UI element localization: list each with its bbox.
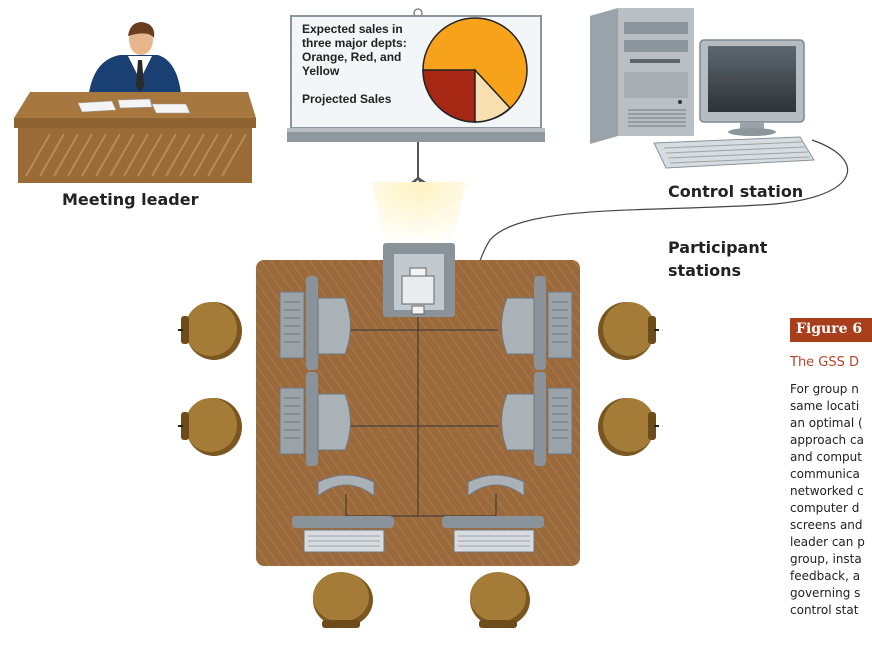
figure-body-line: control stat <box>790 603 859 617</box>
figure-body-line: feedback, a <box>790 569 861 583</box>
screen-text-line: three major depts: <box>302 36 407 50</box>
figure-body-line: same locati <box>790 399 860 413</box>
projector <box>383 243 455 317</box>
meeting-leader-label: Meeting leader <box>62 190 199 209</box>
figure-body-line: computer d <box>790 501 860 515</box>
chair-left-bottom <box>178 398 242 456</box>
figure-body-line: an optimal ( <box>790 416 863 430</box>
screen-text-line: Expected sales in <box>302 22 403 36</box>
meeting-leader-desk <box>14 22 256 183</box>
figure-body-line: For group n <box>790 382 859 396</box>
workstation-right-bottom <box>501 372 573 466</box>
figure-body-line: screens and <box>790 518 863 532</box>
chair-bottom-right <box>470 572 530 628</box>
figure-body-line: networked c <box>790 484 864 498</box>
figure-subtitle: The GSS D <box>790 355 860 370</box>
workstation-bottom-left <box>292 474 394 553</box>
desk-papers <box>77 98 191 114</box>
participant-stations-label-line2: stations <box>668 261 742 280</box>
figure-body-line: communica <box>790 467 860 481</box>
figure-body-text: For group n same locati an optimal ( app… <box>790 381 872 619</box>
screen-subtitle: Projected Sales <box>302 92 392 106</box>
chairs <box>178 302 659 628</box>
workstation-left-top <box>279 276 351 370</box>
chair-right-top <box>598 302 659 360</box>
projector-beam <box>372 182 466 246</box>
figure-body-line: group, insta <box>790 552 862 566</box>
chair-left-top <box>178 302 242 360</box>
workstation-bottom-right <box>442 474 544 553</box>
figure-title: Figure 6 <box>796 321 863 337</box>
chair-bottom-left <box>313 572 373 628</box>
tower-computer <box>590 8 694 144</box>
figure-body-line: leader can p <box>790 535 865 549</box>
projection-screen <box>287 8 545 199</box>
projection-screen-text: Expected sales in three major depts: Ora… <box>302 22 432 106</box>
sales-pie-chart <box>422 17 528 123</box>
control-station <box>590 8 815 169</box>
workstation-left-bottom <box>279 372 351 466</box>
chair-right-bottom <box>598 398 659 456</box>
screen-text-line: Yellow <box>302 64 340 78</box>
figure-title-bar: Figure 6 <box>790 318 872 342</box>
participant-stations-label-line1: Participant <box>668 238 768 257</box>
screen-text-line: Orange, Red, and <box>302 50 402 64</box>
control-station-label: Control station <box>668 182 804 201</box>
figure-body-line: governing s <box>790 586 861 600</box>
workstation-right-top <box>501 276 573 370</box>
figure-body-line: approach ca <box>790 433 864 447</box>
figure-body-line: and comput <box>790 450 862 464</box>
desktop-keyboard <box>653 136 815 169</box>
desktop-monitor <box>699 39 805 136</box>
